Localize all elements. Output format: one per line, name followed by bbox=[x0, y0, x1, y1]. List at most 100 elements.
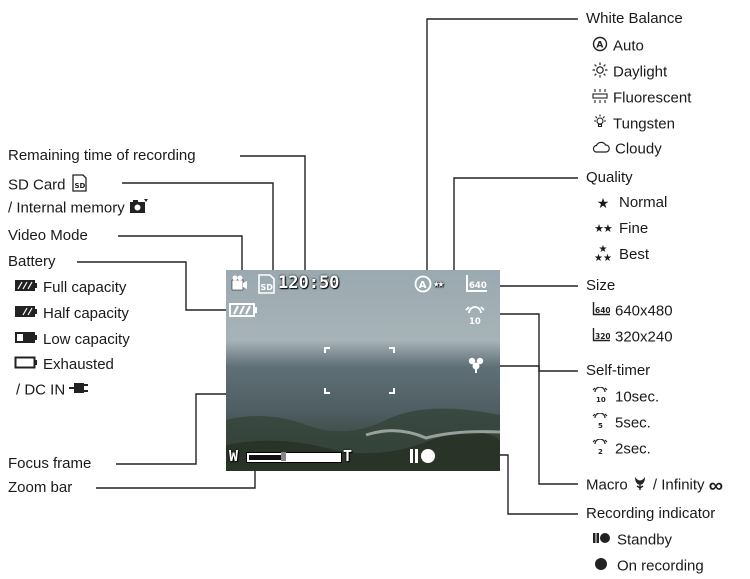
size-label: Size bbox=[586, 277, 616, 294]
sun-icon bbox=[592, 62, 608, 83]
svg-text:10: 10 bbox=[596, 396, 606, 403]
remaining-time-label: Remaining time of recording bbox=[8, 147, 196, 164]
zoom-bar-fill bbox=[249, 455, 281, 460]
macro-flower-icon bbox=[468, 357, 484, 373]
remaining-time-display: 120:50 bbox=[278, 273, 340, 293]
svg-text:320: 320 bbox=[595, 332, 610, 341]
three-stars-icon: ★★★ bbox=[594, 244, 612, 265]
size-320-item: 320 320x240 bbox=[592, 328, 673, 347]
timer-2-text: 2sec. bbox=[615, 440, 651, 458]
battery-exhausted-item: Exhausted bbox=[14, 356, 114, 374]
wb-tungsten-text: Tungsten bbox=[613, 115, 675, 133]
sd-card-text: SD Card bbox=[8, 176, 66, 194]
quality-fine-item: ★★ Fine bbox=[592, 220, 648, 238]
line-self-timer bbox=[498, 313, 578, 372]
wb-daylight-text: Daylight bbox=[613, 63, 668, 81]
zoom-wide-label: W bbox=[229, 447, 239, 465]
macro-flower-icon bbox=[632, 475, 648, 496]
battery-full-icon bbox=[229, 303, 257, 317]
cloud-icon bbox=[592, 140, 610, 159]
timer-5sec-icon: 5 bbox=[592, 412, 610, 434]
zoom-position-marker bbox=[280, 452, 286, 461]
svg-text:10: 10 bbox=[469, 317, 481, 326]
line-white-balance bbox=[426, 18, 578, 281]
svg-text:2: 2 bbox=[598, 448, 603, 455]
video-mode-label: Video Mode bbox=[8, 227, 88, 244]
battery-full-icon bbox=[14, 279, 38, 297]
timer-2sec-icon: 2 bbox=[592, 438, 610, 460]
size-320-icon: 320 bbox=[592, 328, 611, 347]
auto-wb-icon: A bbox=[414, 275, 432, 293]
svg-text:A: A bbox=[596, 41, 603, 51]
line-zoom-bar bbox=[96, 465, 256, 489]
battery-half-icon bbox=[14, 305, 38, 323]
white-balance-label: White Balance bbox=[586, 10, 683, 27]
svg-text:640: 640 bbox=[595, 306, 610, 315]
quality-fine-text: Fine bbox=[619, 220, 649, 237]
standby-icon bbox=[410, 449, 435, 463]
line-quality bbox=[453, 177, 578, 281]
recording-standby-item: Standby bbox=[592, 531, 672, 550]
quality-normal-text: Normal bbox=[619, 194, 668, 211]
wb-tungsten-item: Tungsten bbox=[592, 114, 675, 135]
one-star-icon: ★ bbox=[596, 195, 610, 212]
two-stars-icon: ★★ bbox=[594, 223, 613, 236]
svg-text:640: 640 bbox=[469, 281, 487, 291]
quality-label: Quality bbox=[586, 169, 633, 186]
svg-text:SD: SD bbox=[74, 182, 85, 190]
wb-daylight-item: Daylight bbox=[592, 62, 667, 83]
battery-exhausted-text: Exhausted bbox=[43, 356, 114, 373]
battery-low-item: Low capacity bbox=[14, 331, 130, 349]
sd-card-icon: SD bbox=[258, 274, 275, 294]
recording-dot-icon bbox=[592, 557, 612, 576]
internal-memory-text: / Internal memory bbox=[8, 199, 125, 217]
wb-fluorescent-item: Fluorescent bbox=[592, 88, 691, 109]
battery-low-text: Low capacity bbox=[43, 331, 130, 348]
battery-full-item: Full capacity bbox=[14, 279, 126, 297]
infinity-icon: ∞ bbox=[708, 474, 723, 497]
battery-half-text: Half capacity bbox=[43, 305, 129, 322]
timer-10-text: 10sec. bbox=[615, 388, 660, 406]
line-macro bbox=[498, 365, 578, 485]
video-camera-icon bbox=[231, 275, 247, 291]
recording-on-text: On recording bbox=[617, 557, 704, 575]
zoom-bar-label: Zoom bar bbox=[8, 479, 73, 496]
recording-indicator-label: Recording indicator bbox=[586, 505, 716, 522]
sd-card-icon: SD bbox=[70, 174, 88, 197]
line-video-mode bbox=[118, 235, 243, 270]
focus-frame-label: Focus frame bbox=[8, 455, 92, 472]
zoom-tele-label: T bbox=[343, 447, 353, 465]
dc-in-label: / DC IN bbox=[16, 381, 94, 400]
svg-text:SD: SD bbox=[261, 283, 274, 292]
battery-low-icon bbox=[14, 331, 38, 349]
line-remaining-time bbox=[240, 155, 306, 270]
size-640-text: 640x480 bbox=[615, 302, 673, 320]
quality-best-text: Best bbox=[619, 246, 650, 263]
quality-best-item: ★★★ Best bbox=[592, 244, 650, 265]
battery-half-item: Half capacity bbox=[14, 305, 129, 323]
size-320-text: 320x240 bbox=[615, 328, 673, 346]
tungsten-bulb-icon bbox=[592, 114, 608, 135]
line-battery bbox=[77, 261, 228, 311]
dc-in-text: / DC IN bbox=[16, 381, 66, 399]
fluorescent-icon bbox=[592, 88, 608, 109]
size-640-icon: 640 bbox=[592, 302, 611, 321]
svg-text:A: A bbox=[419, 280, 427, 291]
battery-full-text: Full capacity bbox=[43, 279, 127, 296]
quality-fine-icon: ★★ bbox=[433, 277, 444, 290]
size-640-icon: 640 bbox=[466, 275, 487, 292]
wb-cloudy-text: Cloudy bbox=[615, 140, 662, 158]
svg-text:5: 5 bbox=[598, 422, 603, 429]
self-timer-label: Self-timer bbox=[586, 362, 651, 379]
standby-text: Standby bbox=[617, 531, 673, 549]
line-sd-card bbox=[122, 182, 274, 270]
timer-10sec-icon: 10 bbox=[592, 386, 610, 408]
auto-wb-icon: A bbox=[592, 36, 608, 57]
recording-on-item: On recording bbox=[592, 557, 704, 576]
macro-label: Macro / Infinity ∞ bbox=[586, 475, 728, 496]
zoom-bar bbox=[246, 452, 342, 463]
battery-exhausted-icon bbox=[14, 356, 38, 374]
